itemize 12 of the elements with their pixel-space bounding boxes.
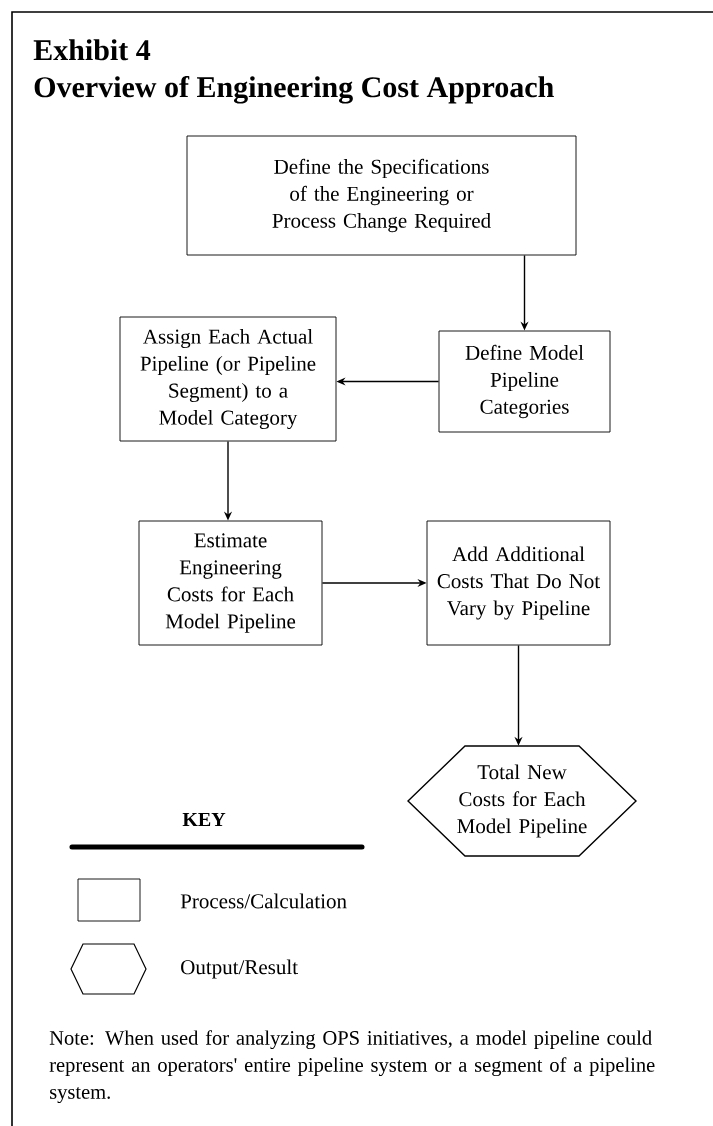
process-box: Add Additional Costs That Do Not Vary by Pipeline	[426, 520, 611, 646]
key-heading: KEY	[182, 812, 226, 826]
legend-text: Process/Calculation	[180, 893, 347, 909]
process-box: Estimate Engineering Costs for Each Model Pipeline	[138, 520, 323, 646]
process-box: Define the Specifications of the Engineering or Process Change Required	[186, 135, 577, 256]
process-box: Assign Each Actual Pipeline (or Pipeline Segment) to a Model Category	[119, 316, 337, 442]
output-hexagon: Total New Costs for Each Model Pipeline	[407, 745, 637, 857]
legend-text: Output/Result	[181, 959, 298, 979]
process-box: Define Model Pipeline Categories	[438, 330, 611, 433]
exhibit-number: Exhibit 4	[33, 39, 151, 61]
note: Note: When used for analyzing OPS initiatives, a model pipeline could represent an operators' entire pipeline system or a segment of a pipeline system.	[49, 1030, 655, 1104]
title: Overview of Engineering Cost Approach	[34, 75, 554, 104]
